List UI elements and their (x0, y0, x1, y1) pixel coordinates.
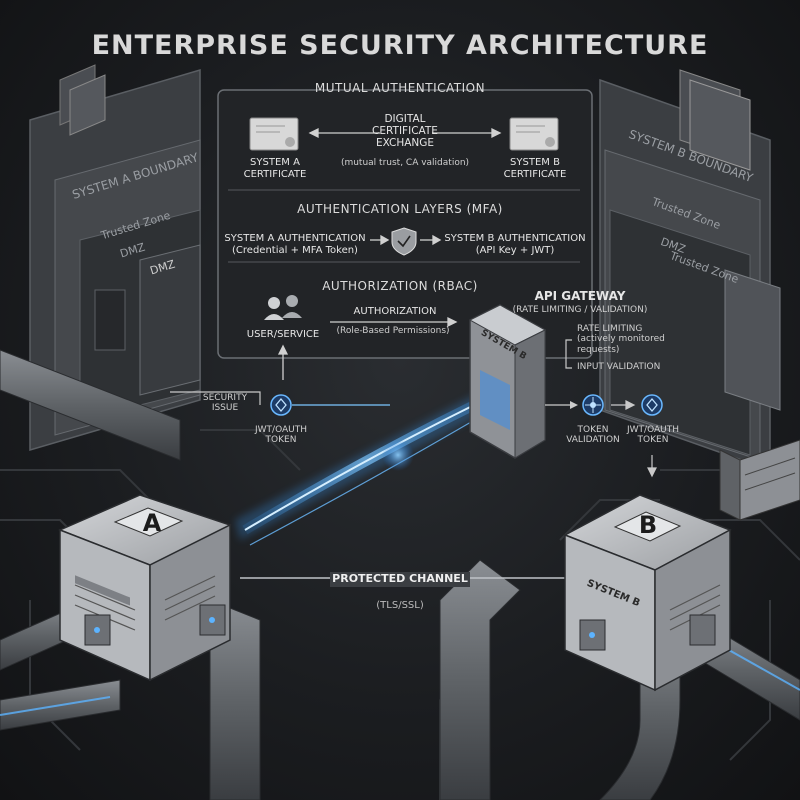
authorization-header: AUTHORIZATION (RBAC) (322, 279, 478, 293)
system-a-server (58, 494, 232, 682)
shield-icon (391, 227, 417, 256)
system-a-boundary-panels (29, 64, 201, 452)
panel-arrows (277, 127, 502, 380)
api-gateway-subtitle: (RATE LIMITING / VALIDATION) (512, 305, 648, 315)
mutual-auth-header: MUTUAL AUTHENTICATION (314, 81, 486, 95)
system-b-auth-label: SYSTEM B AUTHENTICATION (API Key + JWT) (444, 233, 586, 256)
system-b-certificate-label: SYSTEM B CERTIFICATE (503, 157, 567, 180)
tls-ssl-label: (TLS/SSL) (376, 600, 424, 611)
authorization-note: (Role-Based Permissions) (336, 326, 450, 336)
system-b-server (563, 494, 732, 692)
system-b-boundary-panels (599, 69, 781, 472)
center-panel (217, 89, 593, 359)
system-a-certificate-label: SYSTEM A CERTIFICATE (243, 157, 307, 180)
user-service-icon (264, 295, 302, 320)
input-validation-label: INPUT VALIDATION (577, 362, 661, 372)
system-b-letter: B (638, 511, 658, 539)
user-service-label: USER/SERVICE (246, 329, 320, 340)
auth-layers-header: AUTHENTICATION LAYERS (MFA) (297, 202, 503, 216)
protected-channel-label: PROTECTED CHANNEL (330, 572, 470, 587)
jwt-oauth-token-right-label: JWT/OAUTH TOKEN (626, 425, 680, 446)
system-a-letter: A (142, 509, 162, 537)
page-title: ENTERPRISE SECURITY ARCHITECTURE (91, 30, 709, 61)
security-issue-label: SECURITY ISSUE (202, 393, 248, 414)
certificate-icons (249, 117, 559, 151)
data-beam (235, 385, 501, 546)
certificate-exchange-note: (mutual trust, CA validation) (340, 158, 470, 168)
jwt-oauth-token-left-label: JWT/OAUTH TOKEN (254, 425, 308, 446)
certificate-exchange-label: DIGITAL CERTIFICATE EXCHANGE (372, 113, 438, 150)
gateway-box (468, 304, 578, 459)
rate-limiting-label: RATE LIMITING (actively monitored reques… (577, 324, 665, 355)
system-a-auth-label: SYSTEM A AUTHENTICATION (Credential + MF… (224, 233, 366, 256)
token-icons (270, 394, 663, 416)
api-gateway-title: API GATEWAY (534, 289, 626, 303)
server-stack (719, 439, 800, 521)
token-validation-label: TOKEN VALIDATION (566, 425, 620, 446)
authorization-label: AUTHORIZATION (353, 306, 437, 317)
